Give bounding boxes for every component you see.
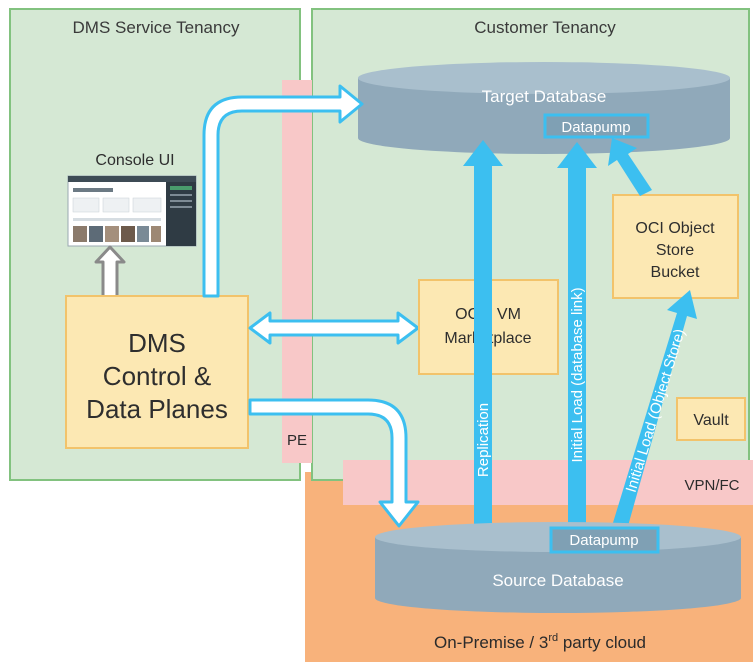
- pe-label: PE: [287, 432, 307, 449]
- vpn-fc-band: [343, 460, 753, 505]
- initial-load-db-link-label: Initial Load (database link): [569, 287, 586, 462]
- customer-tenancy-title: Customer Tenancy: [474, 18, 616, 37]
- vpn-fc-label: VPN/FC: [684, 477, 739, 494]
- source-database-label: Source Database: [492, 571, 623, 590]
- bucket-to-target-arrow: [608, 138, 652, 196]
- dms-to-target-arrow: [202, 84, 364, 298]
- dms-service-tenancy-title: DMS Service Tenancy: [73, 18, 240, 37]
- replication-arrow: [463, 140, 503, 524]
- oci-line1: OCI Object: [635, 220, 715, 237]
- target-database: Target Database: [358, 62, 730, 154]
- console-ui-label: Console UI: [95, 152, 174, 169]
- dms-line2: Control &: [103, 361, 211, 391]
- source-datapump-label: Datapump: [569, 532, 638, 549]
- source-datapump-box: Datapump: [549, 526, 660, 554]
- initial-load-db-link-arrow: [557, 142, 597, 526]
- console-ui-screenshot: [67, 175, 197, 247]
- dms-control-data-planes-box: DMS Control & Data Planes: [65, 295, 249, 449]
- oci-line3: Bucket: [651, 264, 700, 281]
- initial-load-object-store-arrow: [612, 290, 697, 526]
- oci-line2: Store: [656, 242, 694, 259]
- dms-to-source-arrow: [248, 398, 420, 528]
- target-datapump-box: Datapump: [543, 113, 650, 139]
- target-database-label: Target Database: [482, 87, 607, 106]
- target-datapump-label: Datapump: [561, 119, 630, 136]
- on-premise-label: On-Premise / 3rd party cloud: [434, 632, 646, 652]
- dms-line3: Data Planes: [86, 394, 228, 424]
- dms-line1: DMS: [128, 328, 186, 358]
- replication-label: Replication: [475, 403, 492, 477]
- vault-box: Vault: [676, 397, 746, 441]
- vault-label: Vault: [693, 412, 729, 429]
- oci-object-store-bucket-box: OCI Object Store Bucket: [612, 194, 739, 299]
